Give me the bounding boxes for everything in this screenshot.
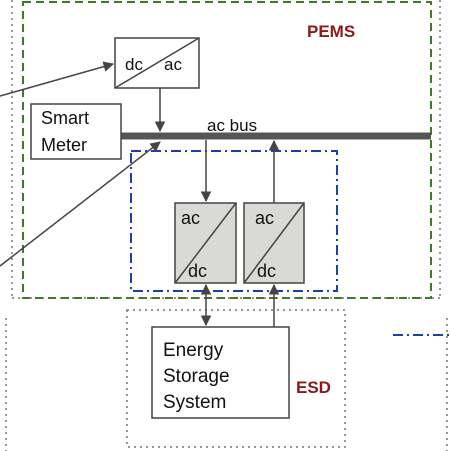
right-converter-dc-label: dc — [257, 261, 276, 281]
smart-meter-label-line1: Smart — [41, 108, 89, 128]
top-converter-ac-label: ac — [164, 55, 182, 74]
left-ac-dc-converter: ac dc — [174, 202, 237, 284]
smart-meter: Smart Meter — [30, 103, 122, 160]
esd-label: ESD — [296, 378, 331, 397]
top-converter-divider — [114, 37, 200, 89]
energy-storage-system: Energy Storage System — [151, 326, 290, 419]
energy-storage-label-line2: Storage — [163, 366, 230, 387]
esd-boundary — [126, 309, 346, 448]
energy-storage-label-line1: Energy — [163, 340, 224, 361]
lower-left-input-arrow — [0, 141, 161, 267]
energy-storage-box — [151, 326, 290, 419]
input-arrow-to-top-converter — [0, 61, 115, 97]
outer-dotted-boundaries — [5, 0, 448, 451]
left-converter-ac-label: ac — [181, 208, 200, 228]
pems-label: PEMS — [307, 22, 355, 41]
smart-meter-box — [30, 103, 122, 160]
energy-storage-label-line3: System — [163, 392, 226, 413]
right-ac-dc-converter: ac dc — [243, 202, 305, 284]
right-converter-ac-label: ac — [255, 208, 274, 228]
smart-meter-label-line2: Meter — [41, 135, 87, 155]
converter-group-boundary — [130, 150, 338, 292]
right-converter-divider — [243, 202, 305, 284]
top-converter-dc-label: dc — [125, 55, 143, 74]
ac-bus-label: ac bus — [207, 116, 257, 135]
left-converter-divider — [174, 202, 237, 284]
left-converter-dc-label: dc — [188, 261, 207, 281]
top-dc-ac-converter: dc ac — [114, 37, 200, 89]
